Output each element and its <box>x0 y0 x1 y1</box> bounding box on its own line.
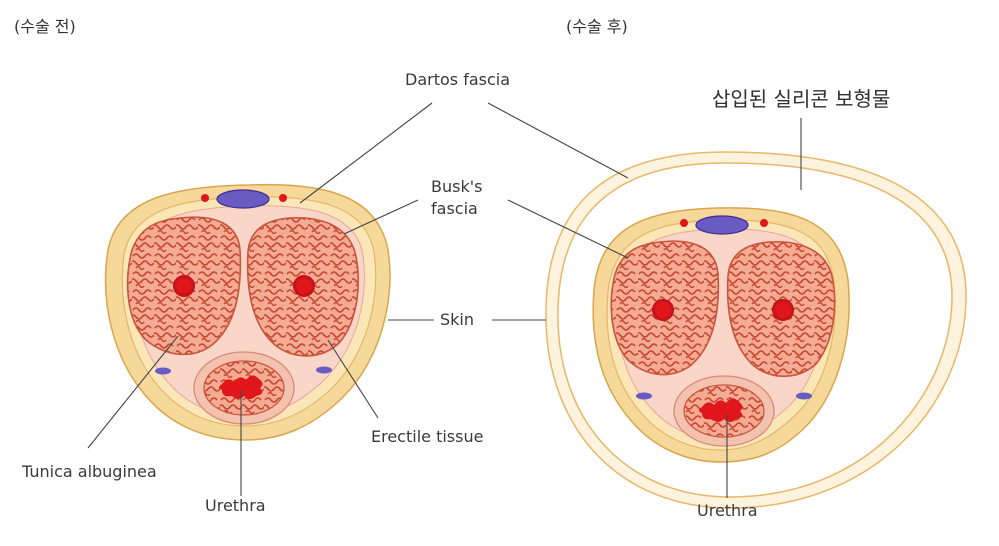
silicone-implant <box>545 151 967 509</box>
dorsal-vein <box>216 189 270 209</box>
leader-lines <box>87 102 802 498</box>
vein-small-left <box>155 367 171 375</box>
label-silicone-implant: 삽입된 실리콘 보형물 <box>712 87 891 111</box>
header-before: (수술 전) <box>14 17 76 36</box>
leader-tunica <box>87 335 179 449</box>
cross-section-after <box>545 151 967 509</box>
label-skin: Skin <box>440 310 475 329</box>
cavernosal-artery-right <box>293 275 315 297</box>
label-tunica-albuginea: Tunica albuginea <box>22 462 157 481</box>
leader-busks-left <box>343 199 419 235</box>
vein-small-right <box>316 366 332 374</box>
dorsal-artery-right-after <box>760 219 768 227</box>
label-urethra-before: Urethra <box>205 496 266 515</box>
cross-section-before <box>104 183 391 441</box>
dorsal-artery-left <box>201 194 209 202</box>
cavernosal-artery-left <box>173 275 195 297</box>
dorsal-artery-left-after <box>680 219 688 227</box>
vein-small-right-after <box>796 392 812 400</box>
header-after: (수술 후) <box>566 17 628 36</box>
label-erectile-tissue: Erectile tissue <box>371 427 484 446</box>
cavernosal-artery-right-after <box>772 299 794 321</box>
label-busks-fascia-line1: Busk's <box>431 177 483 196</box>
vein-small-left-after <box>636 392 652 400</box>
label-busks-fascia-line2: fascia <box>431 199 478 218</box>
leader-dartos-left <box>299 102 433 204</box>
label-urethra-after: Urethra <box>697 501 758 520</box>
urethra-lumen-after <box>699 398 743 422</box>
cavernosal-artery-left-after <box>652 299 674 321</box>
leader-dartos-right <box>487 102 629 179</box>
dorsal-artery-right <box>279 194 287 202</box>
leader-busks-right <box>507 199 629 259</box>
leader-erectile <box>327 339 379 419</box>
urethra-lumen <box>219 375 263 399</box>
label-dartos-fascia: Dartos fascia <box>405 70 511 89</box>
dorsal-vein-after <box>695 215 749 235</box>
